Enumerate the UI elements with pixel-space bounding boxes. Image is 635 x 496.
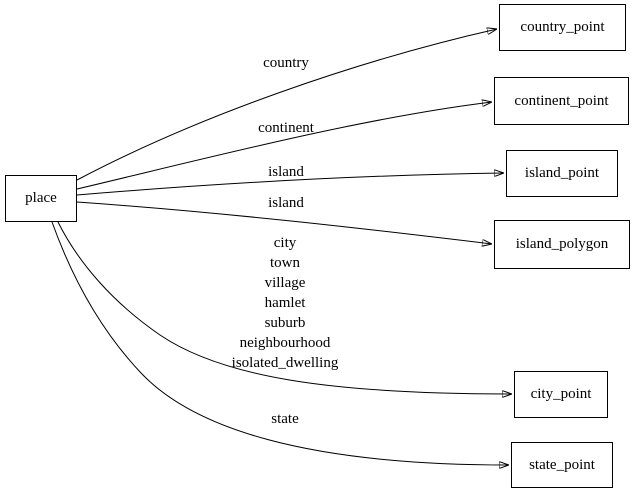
edge-place-city_point <box>57 221 512 394</box>
edge-label-island-polygon: island <box>268 195 304 211</box>
node-place: place <box>5 175 77 222</box>
edge-label-continent: continent <box>258 120 314 136</box>
edge-label-city-types: city town village hamlet suburb neighbou… <box>231 235 339 371</box>
node-country-point: country_point <box>499 4 626 51</box>
node-island-polygon: island_polygon <box>494 220 630 269</box>
edge-place-continent_point <box>76 102 492 190</box>
edge-place-island_polygon <box>76 201 492 244</box>
node-island-point: island_point <box>506 150 618 197</box>
edge-label-state: state <box>271 411 299 427</box>
edge-place-island_point <box>76 173 504 196</box>
edge-place-state_point <box>51 221 509 465</box>
node-state-point: state_point <box>511 442 613 488</box>
node-city-point: city_point <box>514 371 608 418</box>
edge-place-country_point <box>76 29 497 181</box>
edge-label-country: country <box>263 55 309 71</box>
edge-label-island-point: island <box>268 164 304 180</box>
node-continent-point: continent_point <box>494 77 629 125</box>
